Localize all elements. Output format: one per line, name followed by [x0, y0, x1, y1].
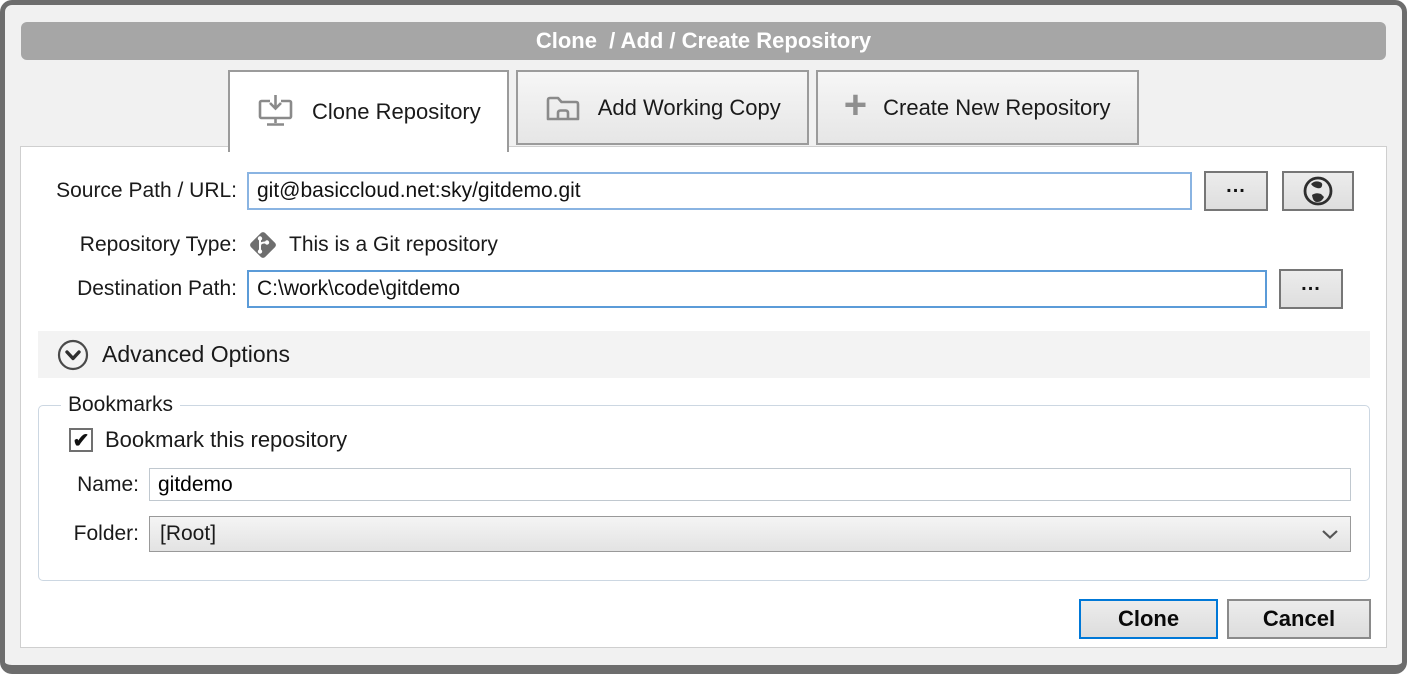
advanced-options-label: Advanced Options: [102, 341, 290, 367]
git-icon: [247, 229, 279, 261]
plus-icon: +: [843, 82, 868, 127]
clone-button[interactable]: Clone: [1079, 599, 1218, 639]
bookmark-name-row: Name:: [53, 468, 1351, 501]
bookmark-name-input[interactable]: [149, 468, 1351, 501]
destination-path-input[interactable]: [247, 270, 1267, 308]
repository-type-status: This is a Git repository: [289, 233, 498, 256]
bookmarks-legend: Bookmarks: [68, 393, 174, 416]
bookmark-repository-checkbox-row[interactable]: ✔ Bookmark this repository: [69, 427, 1351, 453]
source-path-label: Source Path / URL:: [56, 179, 237, 202]
monitor-download-icon: [256, 94, 296, 130]
destination-path-label: Destination Path:: [77, 277, 237, 300]
tab-label: Add Working Copy: [597, 94, 781, 120]
source-browse-button[interactable]: ...: [1204, 171, 1268, 211]
cancel-button[interactable]: Cancel: [1227, 599, 1371, 639]
tab-bar: Clone Repository Add Working Copy + Crea…: [228, 70, 1146, 156]
repository-type-label: Repository Type:: [79, 233, 237, 256]
advanced-options-toggle[interactable]: Advanced Options: [38, 331, 1370, 378]
bookmark-name-label: Name:: [77, 472, 139, 496]
tab-label: Create New Repository: [883, 94, 1111, 120]
globe-icon: [1301, 174, 1335, 208]
destination-browse-button[interactable]: ...: [1279, 269, 1343, 309]
destination-path-row: Destination Path: ...: [21, 269, 1386, 309]
bookmark-folder-label: Folder:: [73, 522, 139, 545]
tab-add-working-copy[interactable]: Add Working Copy: [515, 70, 809, 145]
source-path-row: Source Path / URL: ...: [21, 171, 1386, 211]
bookmarks-group: Bookmarks ✔ Bookmark this repository Nam…: [38, 393, 1370, 581]
tab-create-new-repository[interactable]: + Create New Repository: [815, 70, 1139, 145]
content-panel: [20, 146, 1387, 648]
bookmark-folder-select[interactable]: [Root]: [149, 516, 1351, 552]
folder-home-icon: [544, 92, 582, 124]
folder-selected-value: [Root]: [160, 522, 217, 545]
bookmark-checkbox[interactable]: ✔: [69, 428, 93, 452]
chevron-down-circle-icon: [56, 338, 90, 372]
tab-label: Clone Repository: [312, 99, 481, 124]
browse-hosted-repositories-button[interactable]: [1282, 171, 1354, 211]
repository-type-row: Repository Type: This is a Git repositor…: [21, 227, 1386, 263]
source-path-input[interactable]: [247, 172, 1192, 210]
tab-clone-repository[interactable]: Clone Repository: [228, 70, 509, 152]
bookmark-checkbox-label: Bookmark this repository: [105, 427, 348, 452]
dialog-title: Clone / Add / Create Repository: [21, 22, 1386, 60]
bookmark-folder-row: Folder: [Root]: [53, 516, 1351, 552]
chevron-down-icon: [1320, 527, 1340, 541]
